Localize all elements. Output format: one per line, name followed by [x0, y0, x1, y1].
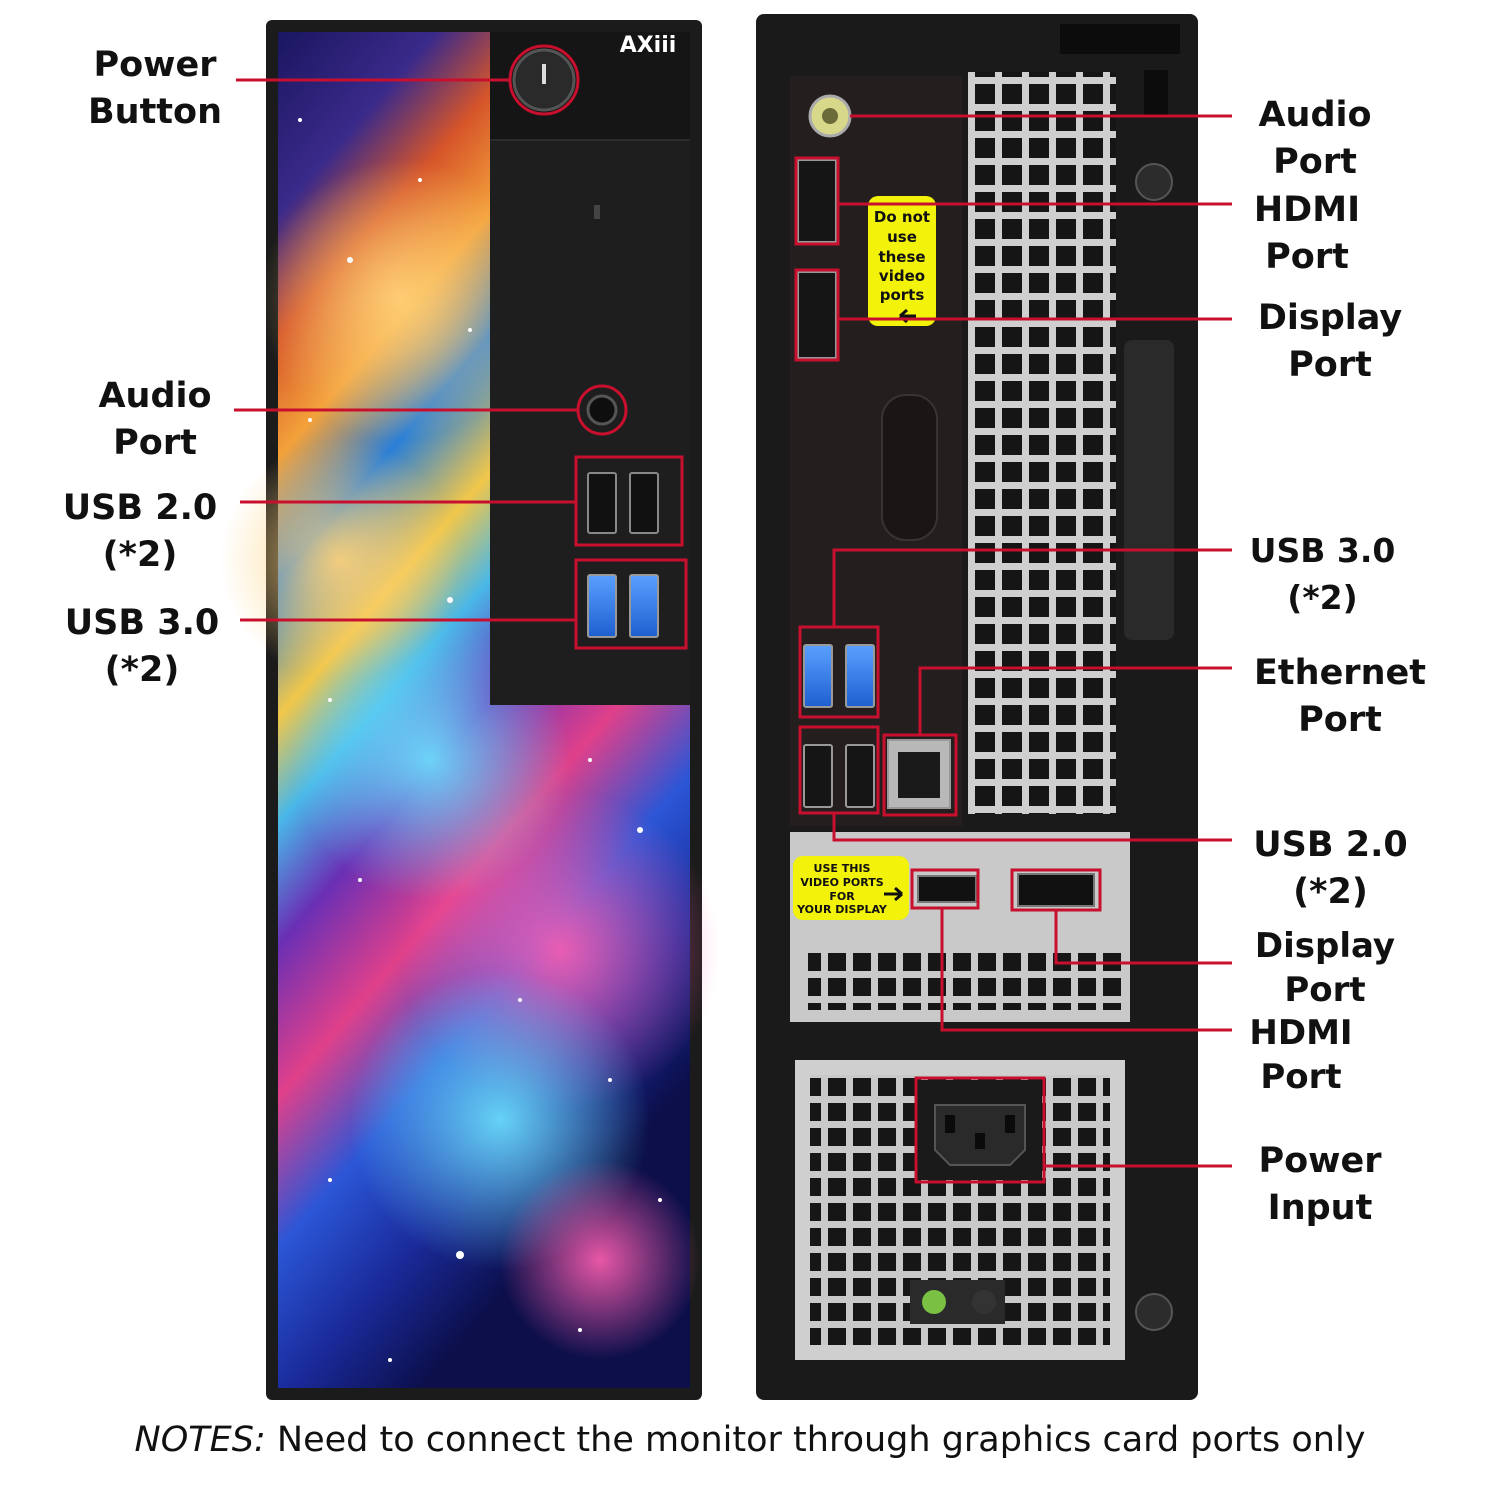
label-line: USB 3.0 [64, 603, 220, 643]
notes-prefix: NOTES: [134, 1420, 266, 1460]
label-line: Audio [1258, 95, 1372, 135]
callout-gpu-hdmi [910, 868, 980, 910]
label-gpu-hdmi-port: HDMI Port [1216, 1011, 1386, 1099]
sticker-do-not-use-line-3: these [878, 248, 925, 266]
sticker-do-not-use-line-5: ports [880, 286, 925, 304]
sticker-do-not-use: Do not use these video ports [874, 208, 930, 324]
sticker-use-this-line-4: YOUR DISPLAY [796, 903, 888, 916]
label-front-usb2: USB 2.0 (*2) [40, 485, 240, 579]
label-rear-ethernet-port: Ethernet Port [1240, 650, 1440, 744]
label-line: Ethernet [1254, 653, 1426, 693]
label-line: Power [1258, 1141, 1382, 1181]
callout-rear-hdmi [794, 156, 840, 246]
label-rear-audio-port: Audio Port [1230, 92, 1400, 186]
label-rear-display-port: Display Port [1235, 295, 1425, 389]
label-line: (*2) [1287, 578, 1358, 617]
sticker-do-not-use-line-2: use [887, 228, 917, 246]
label-line: Input [1267, 1188, 1373, 1228]
label-line: Display [1254, 926, 1396, 966]
sticker-use-this-line-3: FOR [829, 890, 855, 903]
front-case: AXiii [220, 20, 720, 1400]
label-line: (*2) [1293, 872, 1368, 912]
callouts [234, 44, 1232, 1184]
label-front-power-button: Power Button [60, 42, 250, 136]
label-line: Port [1265, 237, 1349, 277]
label-rear-hdmi-port: HDMI Port [1222, 187, 1392, 281]
notes: NOTES: Need to connect the monitor throu… [0, 1420, 1500, 1460]
sticker-use-this: USE THIS VIDEO PORTS FOR YOUR DISPLAY [796, 862, 903, 916]
label-rear-usb2: USB 2.0 (*2) [1238, 822, 1423, 916]
label-line: Audio [98, 376, 212, 416]
arrow-right-icon [884, 886, 903, 902]
svg-text:AXiii: AXiii [620, 33, 677, 58]
label-line: USB 2.0 [1253, 825, 1408, 865]
label-line: USB 2.0 [62, 488, 218, 528]
label-line: Display [1257, 298, 1403, 338]
callout-rear-usb2 [798, 725, 880, 815]
callout-power-input [914, 1076, 1046, 1184]
callout-rear-usb3 [798, 625, 880, 719]
label-gpu-display-port: Display Port [1235, 924, 1415, 1012]
label-line: Port [1284, 970, 1366, 1010]
label-line: Button [87, 92, 223, 132]
label-front-usb3: USB 3.0 (*2) [42, 600, 242, 694]
label-line: Port [113, 423, 197, 463]
callout-rear-dp [794, 268, 840, 362]
label-line: USB 3.0 [1249, 531, 1396, 570]
label-line: (*2) [104, 650, 180, 690]
label-rear-usb3: USB 3.0 (*2) [1235, 527, 1410, 621]
label-line: Power [93, 45, 217, 85]
label-line: HDMI [1253, 190, 1361, 230]
label-line: Port [1288, 345, 1372, 385]
notes-text: Need to connect the monitor through grap… [276, 1420, 1366, 1460]
label-line: Port [1298, 700, 1382, 740]
callout-front-usb3 [574, 558, 688, 650]
label-line: Port [1260, 1057, 1342, 1097]
rear-case [756, 14, 1198, 1400]
label-power-input: Power Input [1230, 1138, 1410, 1232]
sticker-use-this-line-1: USE THIS [814, 862, 871, 875]
label-line: Port [1273, 142, 1357, 182]
label-line: (*2) [102, 535, 178, 575]
label-line: HDMI [1249, 1013, 1353, 1053]
sticker-use-this-line-2: VIDEO PORTS [800, 876, 883, 889]
sticker-do-not-use-line-4: video [879, 267, 925, 285]
label-front-audio-port: Audio Port [60, 373, 250, 467]
sticker-do-not-use-line-1: Do not [874, 208, 930, 226]
